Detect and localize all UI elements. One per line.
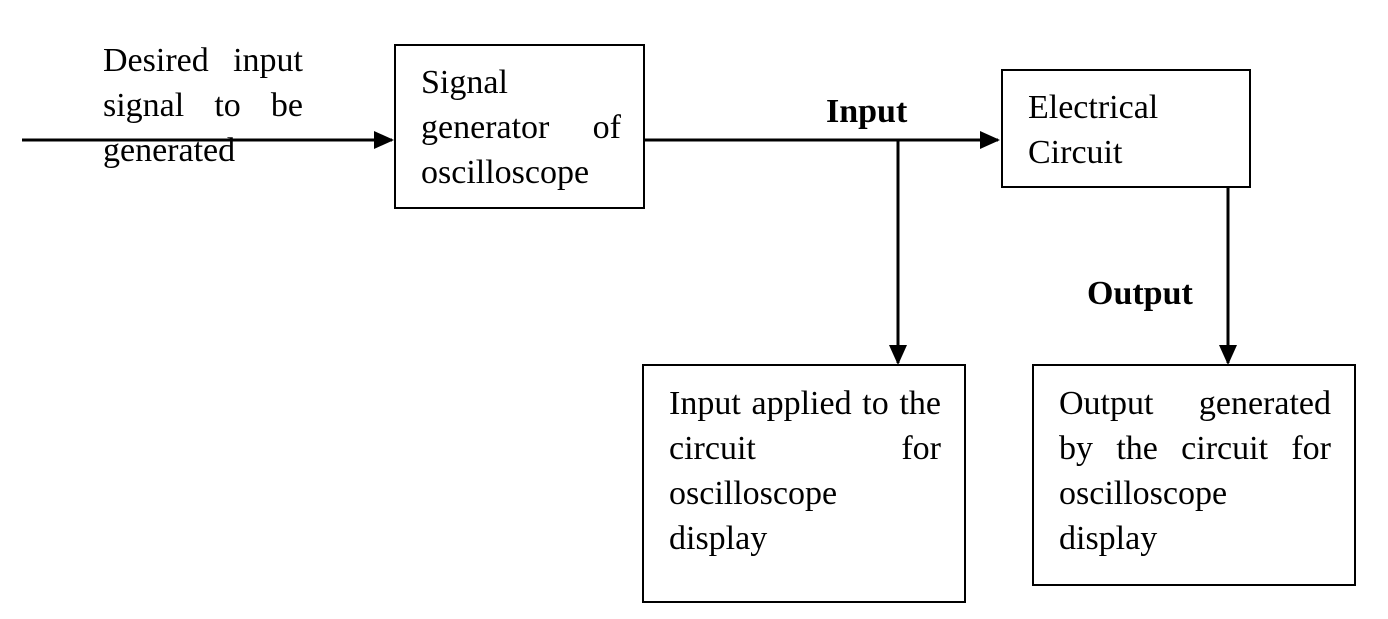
input-display-box: Input applied to the circuit for oscillo…	[642, 364, 966, 603]
output-display-text: Output generated by the circuit for osci…	[1059, 385, 1331, 557]
electrical-circuit-text: Electrical Circuit	[1028, 89, 1159, 171]
signal-generator-box: Signal generator of oscilloscope	[394, 44, 645, 209]
electrical-circuit-box: Electrical Circuit	[1001, 69, 1251, 188]
input-label: Input	[826, 93, 908, 130]
output-display-box: Output generated by the circuit for osci…	[1032, 364, 1356, 586]
output-label: Output	[1087, 275, 1193, 312]
signal-generator-text: Signal generator of oscilloscope	[421, 64, 621, 191]
desired-input-note: Desired input signal to be generated	[103, 42, 303, 169]
input-display-text: Input applied to the circuit for oscillo…	[669, 385, 941, 557]
